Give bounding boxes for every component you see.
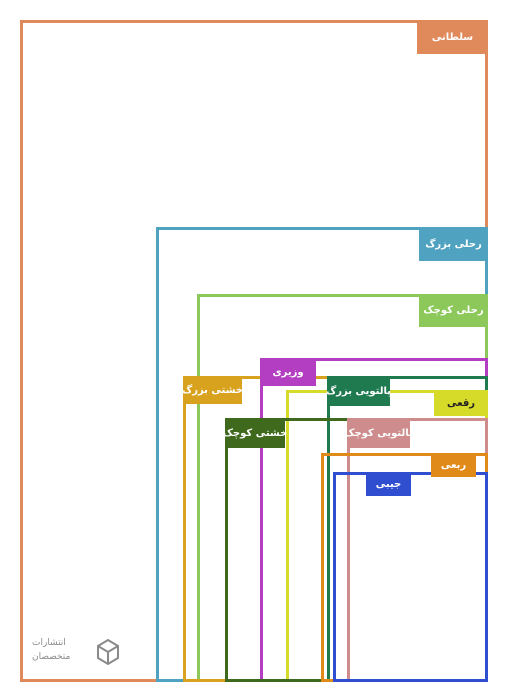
label-roghi-text: رقعی — [446, 397, 476, 409]
label-paltooyi-bozorg-text: پالتویی بزرگ — [326, 385, 391, 397]
label-kheshti-kuchak: خشتی کوچک — [222, 418, 288, 448]
label-kheshti-bozorg-text: خشتی بزرگ — [181, 384, 244, 396]
label-kheshti-bozorg: خشتی بزرگ — [181, 376, 244, 404]
label-roghi: رقعی — [434, 390, 488, 416]
label-rahli-kuchak: رحلی کوچک — [419, 294, 488, 327]
label-robi: ربعی — [431, 453, 476, 477]
label-paltooyi-kuchak-text: پالتویی کوچک — [344, 427, 413, 439]
label-jibi-text: جیبی — [375, 478, 402, 490]
label-robi-text: ربعی — [440, 459, 467, 471]
label-vaziri-text: وزیری — [272, 366, 304, 378]
label-kheshti-kuchak-text: خشتی کوچک — [222, 427, 288, 439]
frame-jibi — [333, 472, 488, 682]
label-jibi: جیبی — [366, 472, 411, 496]
label-soltani: سلطانی — [417, 20, 488, 54]
label-paltooyi-bozorg: پالتویی بزرگ — [326, 376, 391, 406]
label-soltani-text: سلطانی — [431, 31, 474, 43]
logo-line2: متخصصان — [32, 652, 71, 662]
publisher-logo: انتشارات متخصصان — [32, 636, 122, 672]
label-paltooyi-kuchak: پالتویی کوچک — [344, 418, 413, 448]
label-rahli-bozorg: رحلی بزرگ — [419, 227, 488, 261]
label-rahli-kuchak-text: رحلی کوچک — [423, 305, 484, 316]
label-rahli-bozorg-text: رحلی بزرگ — [425, 238, 482, 250]
label-vaziri: وزیری — [260, 358, 316, 386]
cube-logo-icon — [97, 638, 119, 666]
logo-line1: انتشارات — [32, 638, 66, 648]
